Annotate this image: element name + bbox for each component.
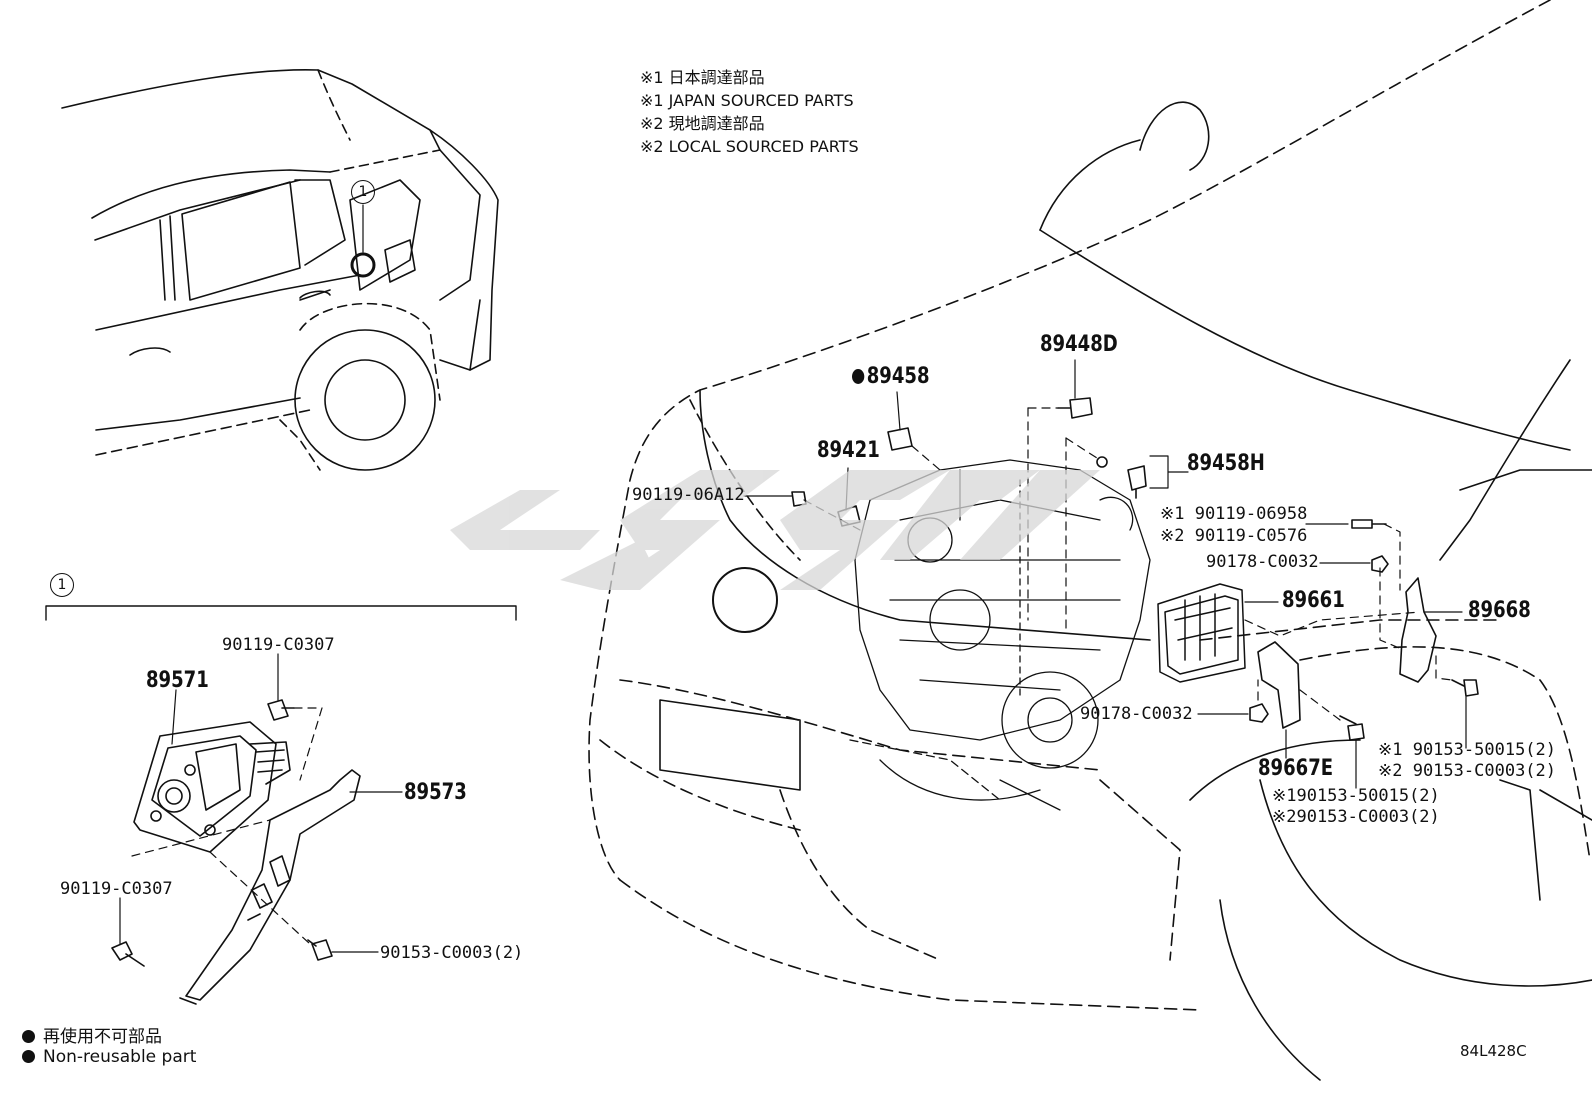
- bolt-90153-c0003-left: [307, 939, 333, 961]
- front-vehicle-view: [588, 0, 1592, 1081]
- filled-dot-icon: [22, 1030, 35, 1043]
- label-90153-c0003-right[interactable]: ※2 90153-C0003(2): [1378, 761, 1557, 781]
- sensor-location-marker: [350, 252, 376, 278]
- sensor-89448d: [1057, 397, 1093, 419]
- note-japan-sourced-en: ※1 JAPAN SOURCED PARTS: [640, 91, 854, 110]
- label-90178-c0032-mid[interactable]: 90178-C0032: [1080, 704, 1193, 724]
- label-89573[interactable]: 89573: [404, 780, 467, 805]
- label-89448d[interactable]: 89448D: [1040, 332, 1118, 357]
- engine-block: [849, 459, 1151, 811]
- label-90153-50015-right[interactable]: ※1 90153-50015(2): [1378, 740, 1557, 760]
- bracket-89667e: [1257, 641, 1301, 729]
- bolt-90153-right: [1451, 679, 1479, 697]
- label-89458h[interactable]: 89458H: [1187, 451, 1265, 476]
- note-local-sourced-en: ※2 LOCAL SOURCED PARTS: [640, 137, 859, 156]
- callout-marker-vehicle: 1: [351, 180, 375, 204]
- bracket-89573: [179, 769, 403, 1005]
- label-89661[interactable]: 89661: [1282, 588, 1345, 613]
- filled-dot-icon: [22, 1050, 35, 1063]
- watermark-logo: [450, 470, 1100, 590]
- sensor-89458h: [1127, 465, 1147, 499]
- label-90153-c0003-center[interactable]: ※290153-C0003(2): [1272, 807, 1440, 827]
- note-japan-sourced-jp: ※1 日本調達部品: [640, 68, 765, 87]
- label-90119-06a12[interactable]: 90119-06A12: [632, 485, 745, 505]
- legend-non-reusable-en: Non-reusable part: [22, 1047, 196, 1067]
- nut-90178-c0032-top: [1371, 555, 1389, 573]
- label-89667e[interactable]: 89667E: [1258, 756, 1334, 781]
- bracket-89668: [1399, 577, 1437, 683]
- diagram-code: 84L428C: [1460, 1042, 1527, 1060]
- sensor-89458: [887, 427, 913, 451]
- callout-marker-inset: 1: [50, 573, 74, 597]
- label-90119-c0576[interactable]: ※2 90119-C0576: [1160, 526, 1308, 546]
- label-90178-c0032-top[interactable]: 90178-C0032: [1206, 552, 1319, 572]
- ecu-89661: [1157, 583, 1246, 683]
- label-89421[interactable]: 89421: [817, 438, 880, 463]
- label-90153-c0003-left[interactable]: 90153-C0003(2): [380, 943, 524, 963]
- note-local-sourced-jp: ※2 現地調達部品: [640, 114, 765, 133]
- non-reusable-dot-icon: [852, 369, 865, 384]
- rear-vehicle-view: [61, 68, 499, 471]
- bolt-90119-c0307-top: [267, 699, 295, 721]
- label-90119-06958[interactable]: ※1 90119-06958: [1160, 504, 1308, 524]
- label-90119-c0307-top[interactable]: 90119-C0307: [222, 635, 335, 655]
- nut-90178-c0032-mid: [1249, 703, 1269, 723]
- legend-non-reusable-jp: 再使用不可部品: [22, 1022, 162, 1047]
- bolt-90153-center: [1339, 715, 1365, 741]
- label-89458[interactable]: 89458: [852, 366, 930, 388]
- label-89571[interactable]: 89571: [146, 668, 209, 693]
- bolt-90119-c0307-bottom: [111, 941, 145, 967]
- bolt-90119-06958: [1351, 519, 1387, 529]
- label-90119-c0307-bottom[interactable]: 90119-C0307: [60, 879, 173, 899]
- label-89668[interactable]: 89668: [1468, 598, 1531, 623]
- label-90153-50015-center[interactable]: ※190153-50015(2): [1272, 786, 1440, 806]
- ecu-89571: [133, 689, 291, 853]
